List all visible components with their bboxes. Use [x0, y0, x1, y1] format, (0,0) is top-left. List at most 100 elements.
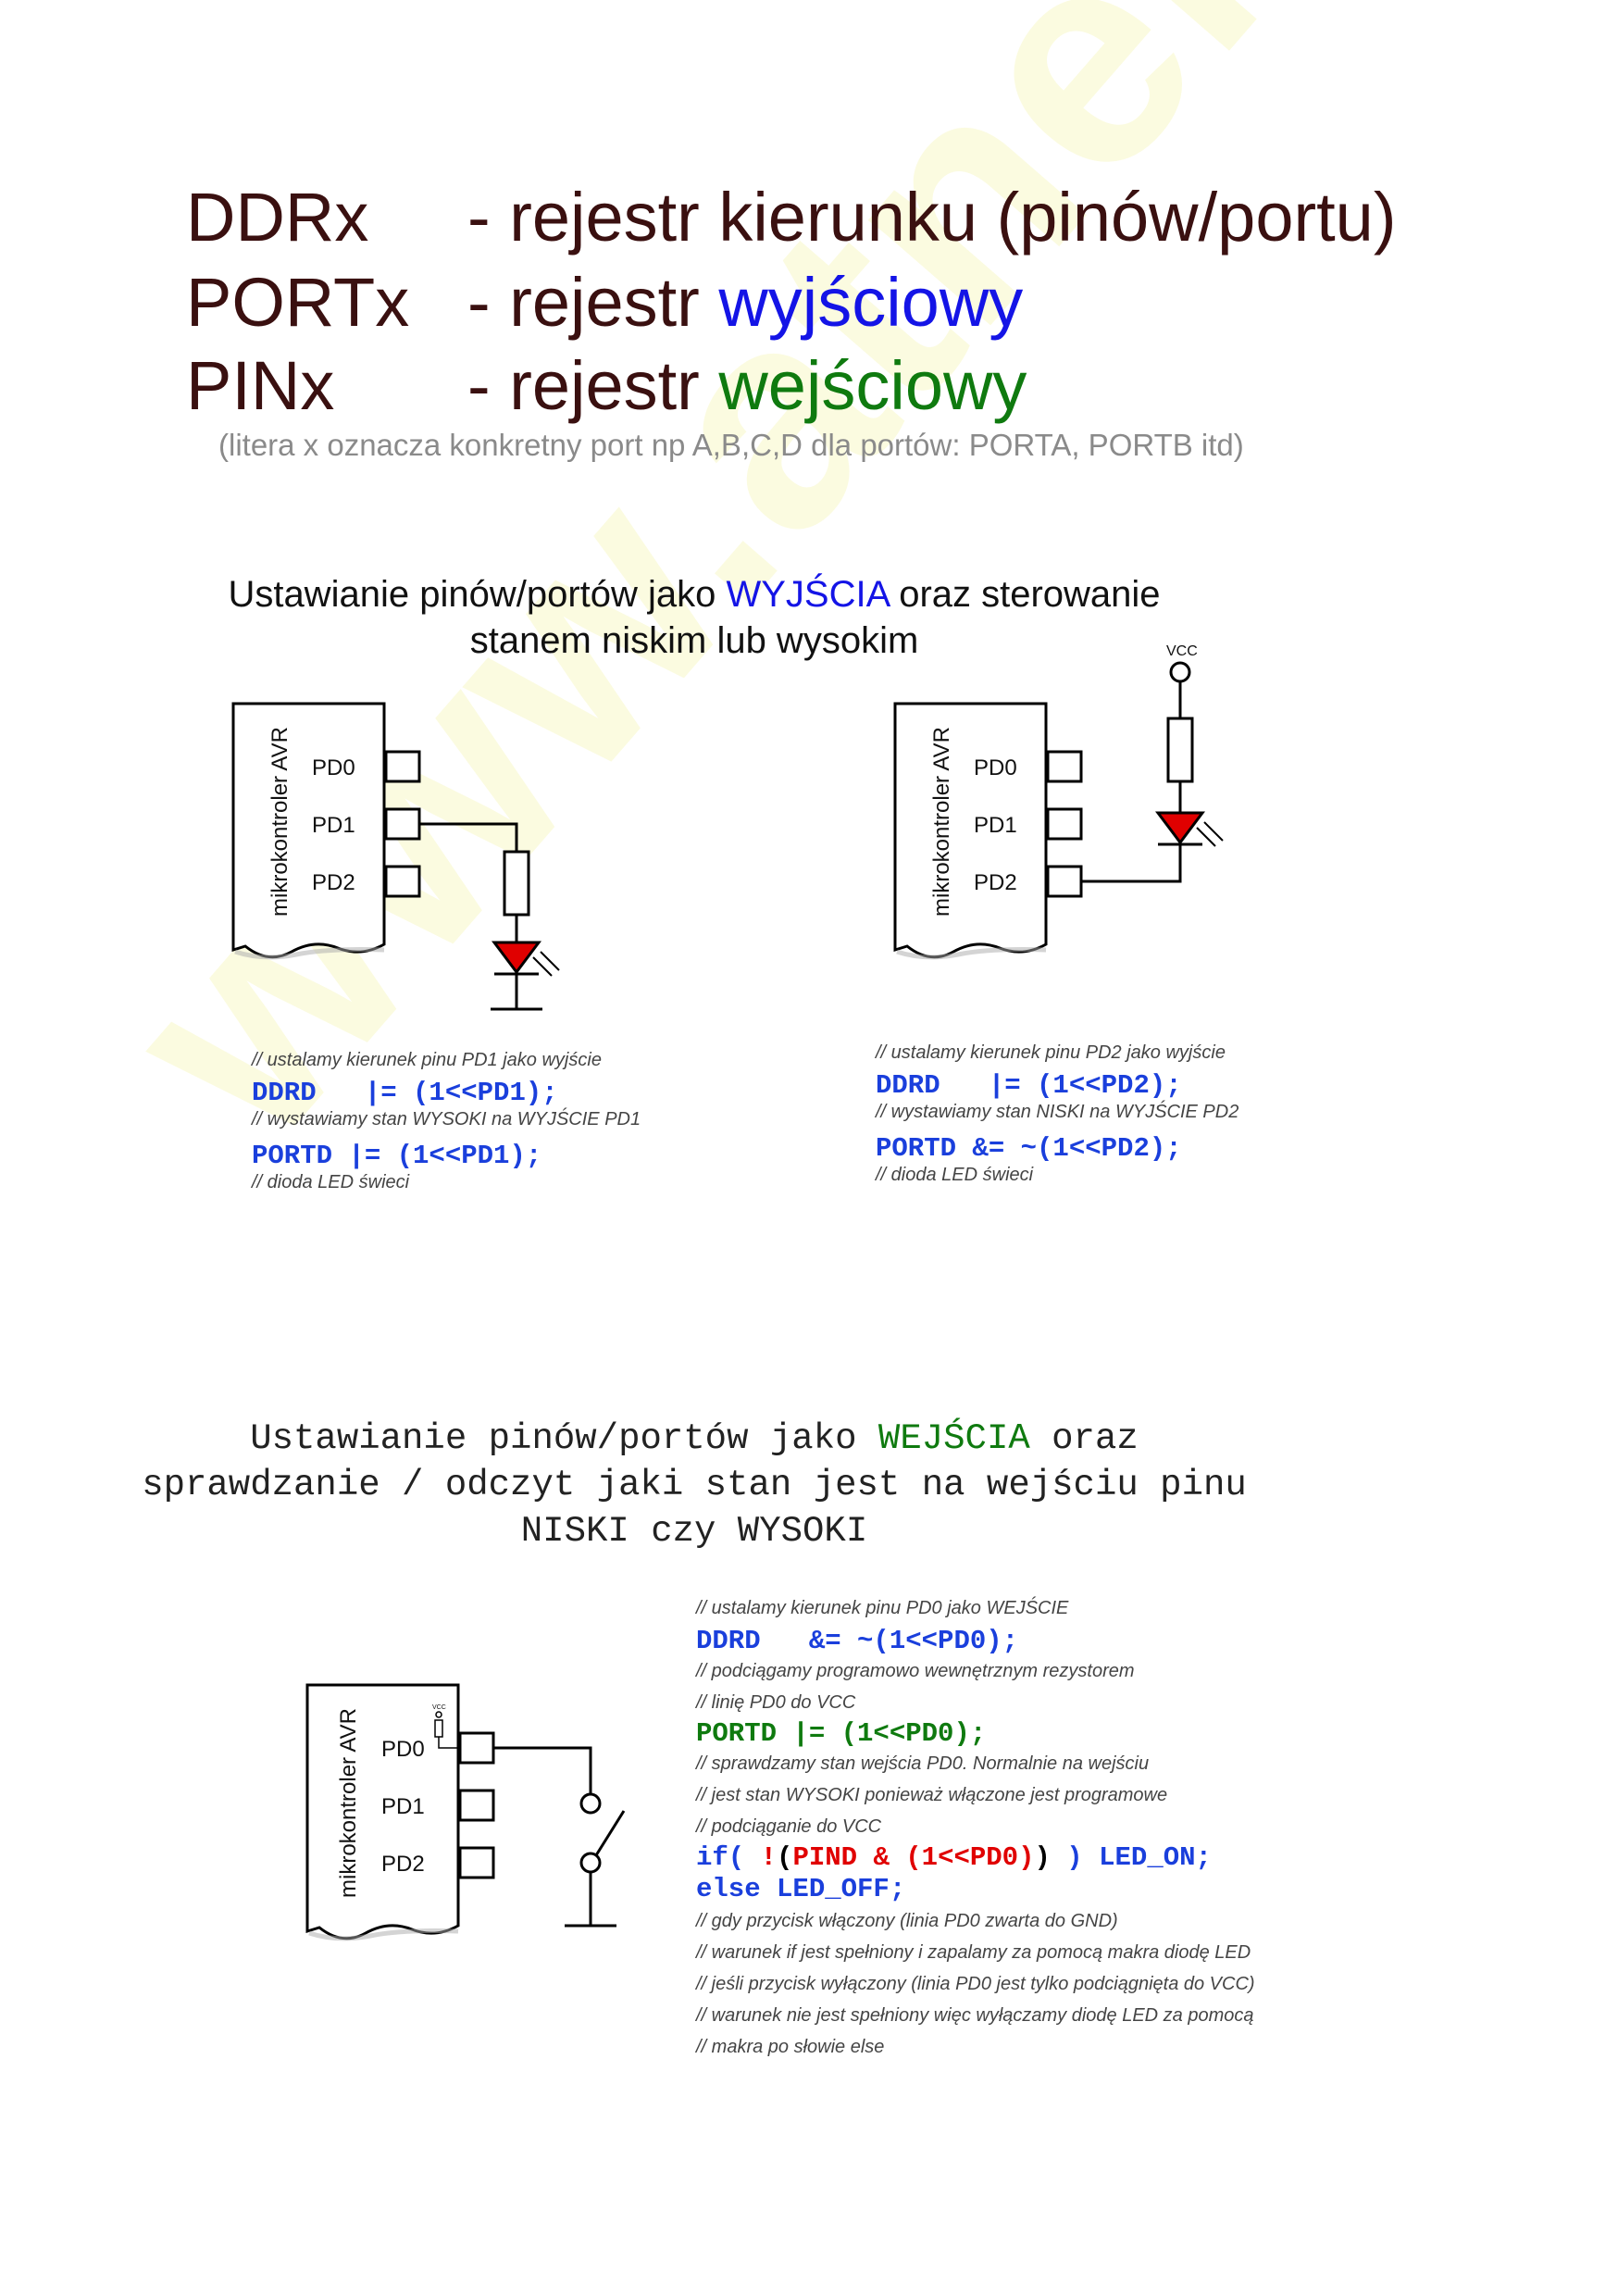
- code-token: ): [1050, 1842, 1083, 1873]
- pin-label-pd1: PD1: [381, 1794, 425, 1819]
- mcu-shadow: [896, 947, 1047, 960]
- code-line-else: else LED_OFF;: [696, 1874, 906, 1904]
- pin-pd1: [384, 807, 421, 841]
- pin-label-pd2: PD2: [381, 1852, 425, 1877]
- code-line: DDRD |= (1<<PD2);: [876, 1070, 1182, 1101]
- pull-up-terminal-icon: [435, 1711, 442, 1718]
- mcu-body: [893, 702, 1048, 959]
- title-pre: Ustawianie pinów/portów jako: [228, 574, 727, 615]
- code-comment: // jeśli przycisk wyłączony (linia PD0 j…: [696, 1974, 1255, 1994]
- register-ddrx-desc: - rejestr kierunku (pinów/portu): [467, 183, 1396, 252]
- pin-label-pd2: PD2: [312, 870, 355, 895]
- light-arrow-icon: [540, 951, 560, 971]
- switch-lever-icon: [594, 1810, 626, 1856]
- code-comment: // warunek if jest spełniony i zapalamy …: [696, 1942, 1251, 1963]
- mcu-label: mikrokontroler AVR: [268, 727, 292, 917]
- code-line: PORTD |= (1<<PD0);: [696, 1718, 987, 1749]
- pin-pd0: [1046, 750, 1083, 783]
- wire: [493, 1746, 592, 1794]
- code-comment: // makra po słowie else: [696, 2037, 885, 2057]
- code-comment: // jest stan WYSOKI ponieważ włączone je…: [696, 1785, 1168, 1805]
- light-arrow-icon: [1196, 827, 1216, 847]
- register-portx-desc: - rejestr wyjściowy: [467, 268, 1023, 337]
- wire: [419, 822, 518, 852]
- desc-prefix: - rejestr: [467, 347, 719, 424]
- code-token: (: [777, 1842, 793, 1873]
- code-comment: // ustalamy kierunek pinu PD0 jako WEJŚC…: [696, 1598, 1069, 1618]
- register-ddrx-name: DDRx: [186, 179, 369, 256]
- light-arrow-icon: [532, 956, 553, 977]
- pin-label-pd1: PD1: [974, 813, 1017, 838]
- code-line: PORTD |= (1<<PD1);: [252, 1141, 542, 1171]
- resistor: [1166, 717, 1194, 783]
- register-pinx-desc: - rejestr wejściowy: [467, 352, 1027, 420]
- mcu-shadow: [234, 947, 385, 960]
- code-token: !: [760, 1842, 778, 1873]
- code-token: ): [1034, 1842, 1051, 1873]
- mcu-label: mikrokontroler AVR: [929, 727, 954, 917]
- title-pre: Ustawianie pinów/portów jako: [250, 1418, 878, 1459]
- wire: [438, 1737, 460, 1749]
- output-diagram-pd1: mikrokontroler AVR PD0 PD1 PD2: [231, 702, 560, 1011]
- input-section-title: Ustawianie pinów/portów jako WEJŚCIA ora…: [0, 1418, 1388, 1459]
- code-comment: // podciągamy programowo wewnętrznym rez…: [696, 1661, 1135, 1681]
- code-line: DDRD &= ~(1<<PD0);: [696, 1626, 1019, 1656]
- vcc-label: VCC: [1166, 643, 1198, 659]
- desc-prefix: - rejestr: [467, 264, 719, 341]
- code-comment: // ustalamy kierunek pinu PD2 jako wyjśc…: [876, 1042, 1226, 1063]
- code-comment: // wystawiamy stan NISKI na WYJŚCIE PD2: [876, 1102, 1239, 1122]
- pin-label-pd0: PD0: [974, 755, 1017, 780]
- wire: [1081, 844, 1182, 883]
- input-section-title-line2: sprawdzanie / odczyt jaki stan jest na w…: [142, 1465, 1247, 1505]
- code-comment: // dioda LED świeci: [876, 1165, 1034, 1185]
- code-token: PIND & (1<<PD0): [792, 1842, 1035, 1873]
- light-arrow-icon: [1203, 821, 1224, 842]
- title-keyword: WYJŚCIA: [726, 574, 890, 615]
- switch-terminal-icon: [579, 1792, 602, 1815]
- pin-pd0: [458, 1731, 495, 1765]
- title-post: oraz: [1029, 1418, 1139, 1459]
- pin-label-pd0: PD0: [312, 755, 355, 780]
- led-icon: [492, 941, 541, 975]
- pin-pd2: [384, 865, 421, 898]
- code-token: if(: [696, 1842, 745, 1873]
- pull-up-resistor: [434, 1719, 443, 1738]
- mcu-body: [231, 702, 386, 959]
- code-comment: // gdy przycisk włączony (linia PD0 zwar…: [696, 1911, 1118, 1931]
- desc-highlight: wyjściowy: [718, 264, 1024, 341]
- code-line: DDRD |= (1<<PD1);: [252, 1078, 558, 1108]
- pin-pd2: [1046, 865, 1083, 898]
- pin-pd1: [1046, 807, 1083, 841]
- pin-pd2: [458, 1846, 495, 1879]
- title-post: oraz sterowanie: [889, 574, 1161, 615]
- code-token: LED_ON;: [1082, 1842, 1212, 1873]
- led-icon: [1155, 811, 1205, 845]
- output-diagram-pd2: mikrokontroler AVR PD0 PD1 PD2 VCC: [893, 643, 1224, 960]
- desc-prefix: - rejestr: [467, 179, 719, 256]
- code-comment: // sprawdzamy stan wejścia PD0. Normalni…: [696, 1753, 1150, 1774]
- register-pinx-name: PINx: [186, 347, 335, 424]
- code-comment: // wystawiamy stan WYSOKI na WYJŚCIE PD1: [252, 1109, 641, 1129]
- title-keyword: WEJŚCIA: [877, 1418, 1030, 1459]
- mcu-shadow: [308, 1928, 459, 1941]
- desc-highlight: wejściowy: [718, 347, 1027, 424]
- pin-pd1: [458, 1789, 495, 1822]
- port-letter-note: (litera x oznacza konkretny port np A,B,…: [218, 428, 1244, 462]
- pull-up-vcc-label: VCC: [432, 1704, 446, 1711]
- vcc-terminal-icon: [1169, 661, 1191, 683]
- mcu-label: mikrokontroler AVR: [336, 1708, 361, 1898]
- output-section-title-line2: stanem niskim lub wysokim: [469, 620, 919, 661]
- code-comment: // ustalamy kierunek pinu PD1 jako wyjśc…: [252, 1050, 602, 1070]
- code-comment: // dioda LED świeci: [252, 1172, 410, 1192]
- code-comment: // warunek nie jest spełniony więc wyłąc…: [696, 2005, 1254, 2026]
- pin-label-pd2: PD2: [974, 870, 1017, 895]
- register-portx-name: PORTx: [186, 264, 410, 341]
- pin-label-pd0: PD0: [381, 1737, 425, 1762]
- desc-highlight: kierunku (pinów/portu): [718, 179, 1397, 256]
- code-line: PORTD &= ~(1<<PD2);: [876, 1133, 1182, 1164]
- output-section-title: Ustawianie pinów/portów jako WYJŚCIA ora…: [0, 574, 1388, 616]
- code-comment: // podciąganie do VCC: [696, 1816, 882, 1837]
- pin-label-pd1: PD1: [312, 813, 355, 838]
- code-comment: // linię PD0 do VCC: [696, 1692, 856, 1713]
- switch-terminal-icon: [579, 1852, 602, 1874]
